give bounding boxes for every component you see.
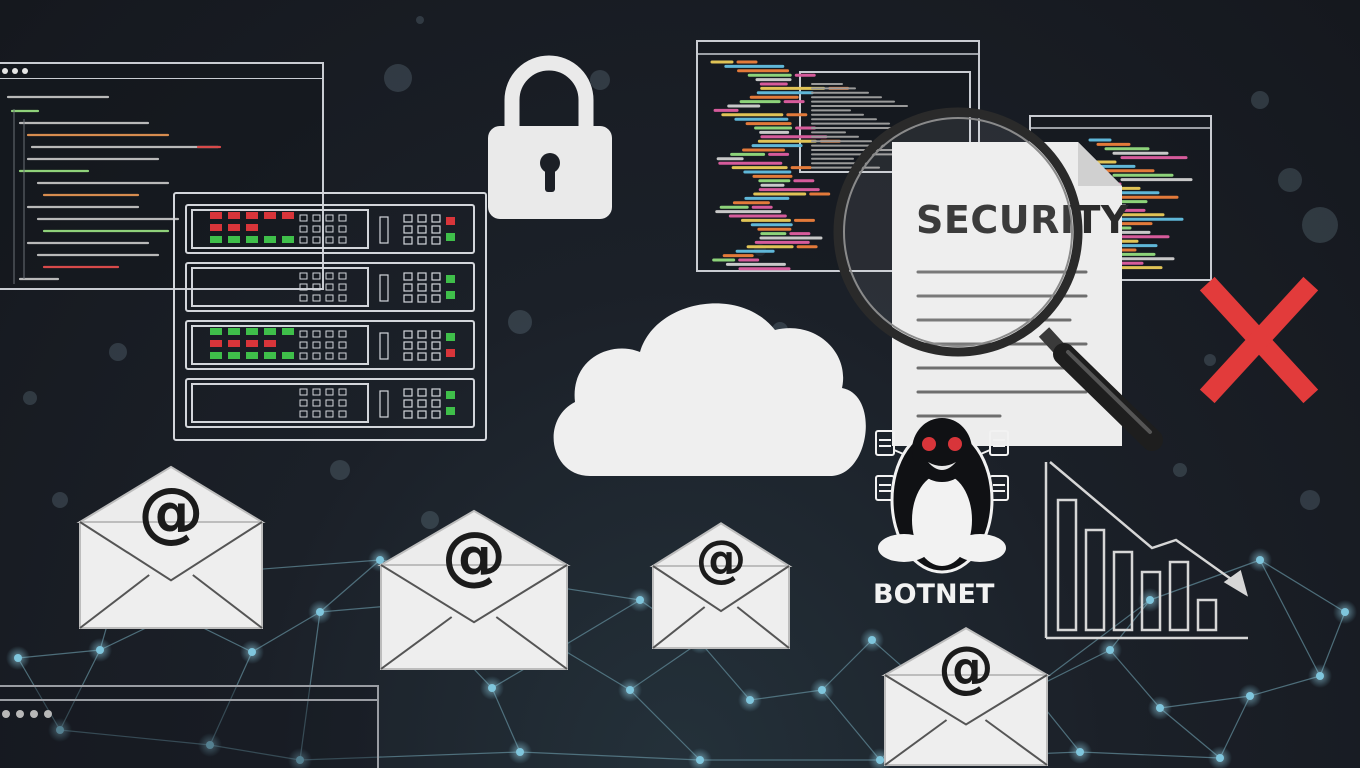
svg-text:@: @ [442, 518, 506, 593]
email-envelope-icon: @ [377, 509, 571, 670]
code-lines [6, 95, 222, 284]
svg-text:@: @ [938, 635, 994, 700]
email-envelope-icon: @ [76, 465, 266, 629]
email-envelope-icon: @ [881, 627, 1051, 766]
botnet-label: BOTNET [873, 579, 995, 610]
mesh-nodes [6, 548, 1357, 768]
email-envelope-icon: @ [649, 522, 793, 649]
svg-text:@: @ [138, 475, 204, 551]
svg-text:@: @ [696, 529, 747, 588]
security-label: SECURITY [916, 198, 1129, 242]
window-titlebar [0, 64, 322, 79]
